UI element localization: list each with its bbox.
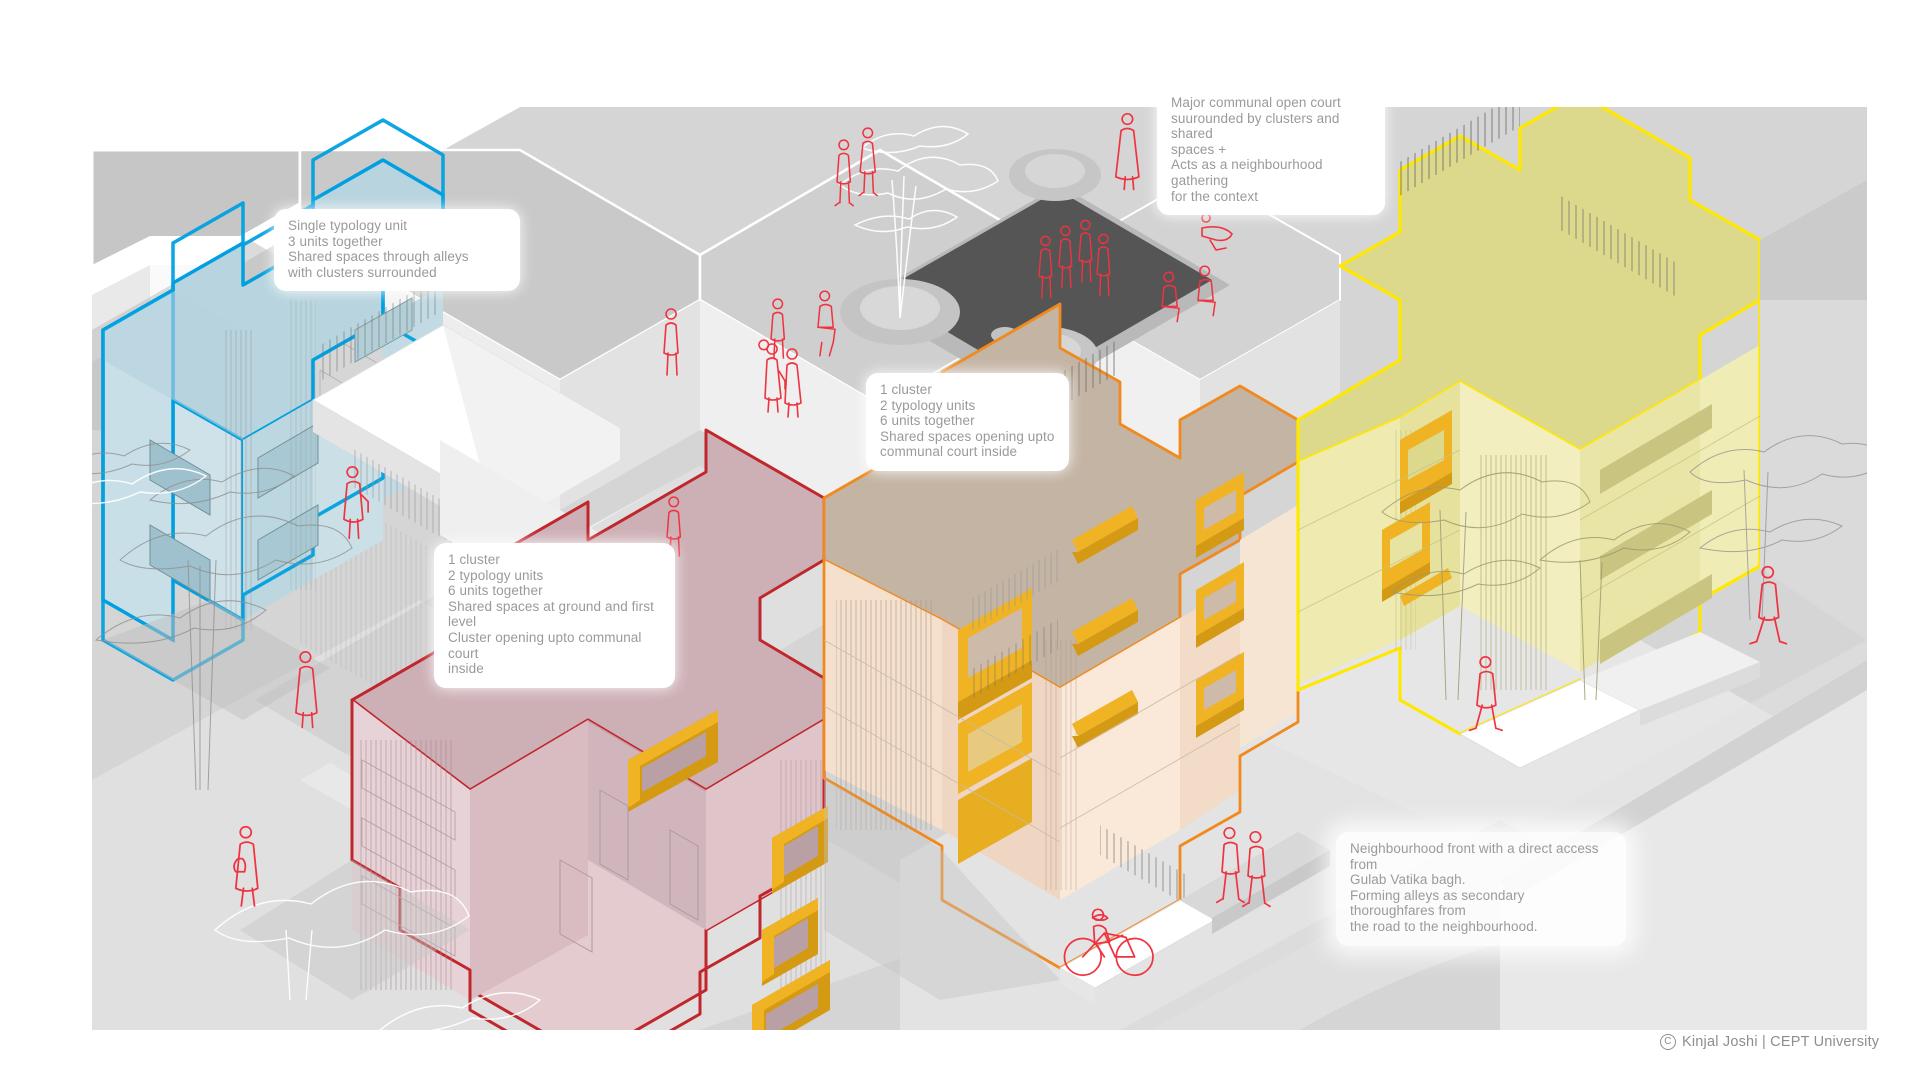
credit-line: C Kinjal Joshi | CEPT University (1660, 1034, 1879, 1050)
copyright-icon: C (1660, 1034, 1676, 1050)
callout-neighbourhood-front: Neighbourhood front with a direct access… (1336, 832, 1626, 946)
callout-blue-unit: Single typology unit 3 units together Sh… (274, 209, 520, 292)
callout-tan-cluster: 1 cluster 2 typology units 6 units toget… (866, 373, 1069, 471)
callout-pink-cluster: 1 cluster 2 typology units 6 units toget… (434, 543, 675, 688)
credit-text: Kinjal Joshi | CEPT University (1682, 1034, 1880, 1050)
callout-communal-court: Major communal open court suurounded by … (1157, 86, 1385, 216)
